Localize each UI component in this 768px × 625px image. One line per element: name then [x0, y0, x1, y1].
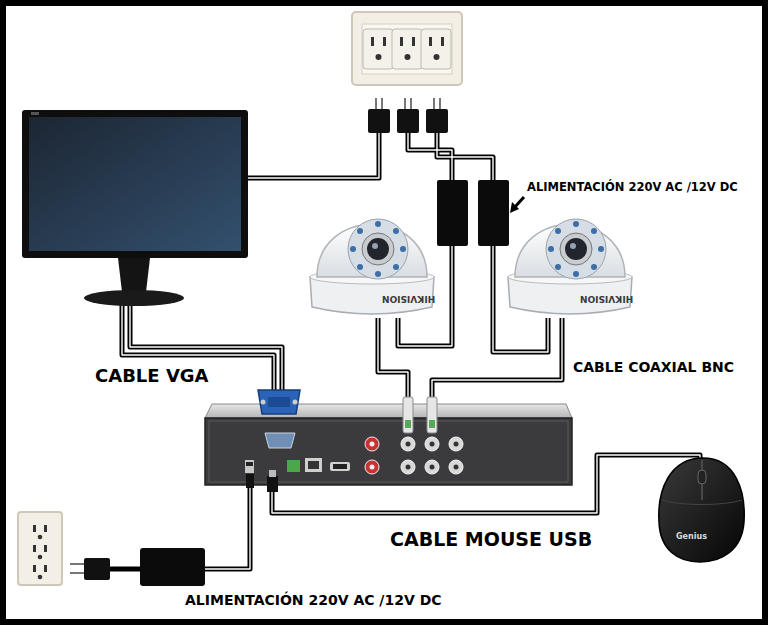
cable-label: CABLE MOUSE USB	[390, 529, 592, 551]
cable-label: CABLE COAXIAL BNC	[573, 359, 734, 375]
brand-mark: Genius	[676, 532, 707, 541]
brand-mark: HIKVISION	[580, 294, 633, 304]
cable-label: CABLE VGA	[95, 366, 209, 387]
power-label: ALIMENTACIÓN 220V AC /12V DC	[527, 181, 738, 194]
brand-mark: HIKVISION	[382, 294, 435, 304]
power-label: ALIMENTACIÓN 220V AC /12V DC	[185, 592, 442, 608]
